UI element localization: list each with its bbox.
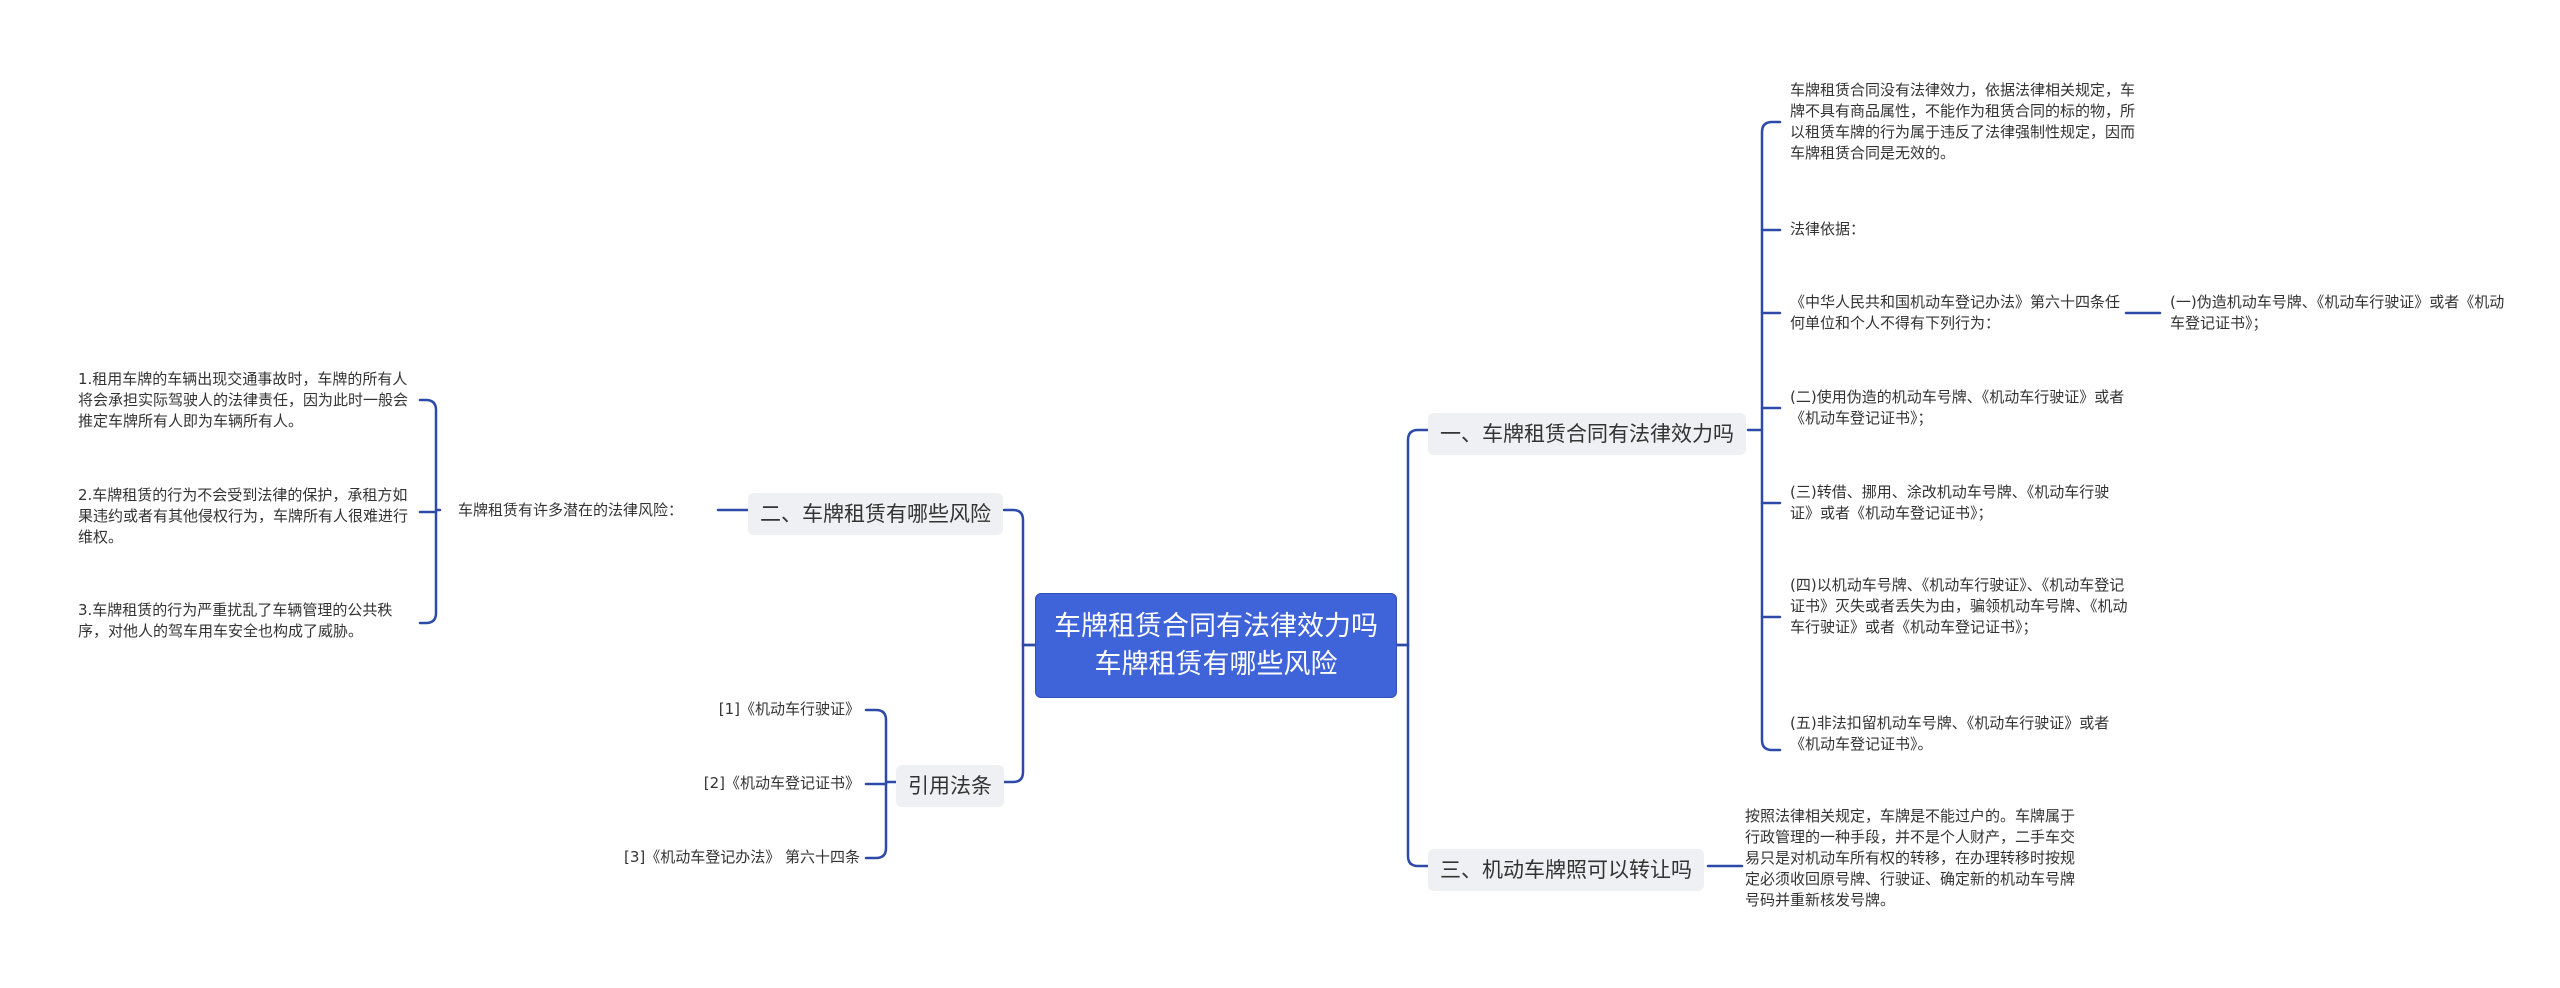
link-sub-bracket bbox=[418, 398, 442, 625]
branch-citations-label: 引用法条 bbox=[908, 774, 992, 798]
transfer-text-content: 按照法律相关规定，车牌是不能过户的。车牌属于行政管理的一种手段，并不是个人财产，… bbox=[1745, 807, 2076, 909]
root-title: 车牌租赁合同有法律效力吗车牌租赁有哪些风险 bbox=[1054, 610, 1378, 680]
branch-citations[interactable]: 引用法条 bbox=[896, 765, 1004, 807]
risks-sub-label-text: 车牌租赁有许多潜在的法律风险： bbox=[458, 501, 684, 519]
validity-article-item1-text: (一)伪造机动车号牌、《机动车行驶证》或者《机动车登记证书》； bbox=[2170, 293, 2505, 332]
validity-item2-text: (二)使用伪造的机动车号牌、《机动车行驶证》或者《机动车登记证书》； bbox=[1790, 388, 2125, 427]
validity-item4-text: (四)以机动车号牌、《机动车行驶证》、《机动车登记证书》灭失或者丢失为由，骗领机… bbox=[1790, 576, 2128, 636]
risks-item-3-text: 3.车牌租赁的行为严重扰乱了车辆管理的公共秩序，对他人的驾车用车安全也构成了威胁… bbox=[78, 601, 393, 640]
validity-conclusion[interactable]: 车牌租赁合同没有法律效力，依据法律相关规定，车牌不具有商品属性，不能作为租赁合同… bbox=[1790, 80, 2135, 164]
validity-item3-text: (三)转借、挪用、涂改机动车号牌、《机动车行驶证》或者《机动车登记证书》； bbox=[1790, 483, 2110, 522]
risks-item-2[interactable]: 2.车牌租赁的行为不会受到法律的保护，承租方如果违约或者有其他侵权行为，车牌所有… bbox=[78, 485, 418, 548]
link-root-transfer bbox=[1395, 643, 1430, 868]
branch-risks-label: 二、车牌租赁有哪些风险 bbox=[760, 502, 991, 526]
branch-transfer-label: 三、机动车牌照可以转让吗 bbox=[1440, 858, 1692, 882]
branch-validity-label: 一、车牌租赁合同有法律效力吗 bbox=[1440, 422, 1734, 446]
validity-item5-text: (五)非法扣留机动车号牌、《机动车行驶证》或者《机动车登记证书》。 bbox=[1790, 714, 2110, 753]
citation-item-3[interactable]: [3]《机动车登记办法》 第六十四条 bbox=[520, 847, 860, 868]
validity-item5[interactable]: (五)非法扣留机动车号牌、《机动车行驶证》或者《机动车登记证书》。 bbox=[1790, 713, 2130, 755]
validity-conclusion-text: 车牌租赁合同没有法律效力，依据法律相关规定，车牌不具有商品属性，不能作为租赁合同… bbox=[1790, 81, 2136, 162]
link-root-risks bbox=[1002, 508, 1037, 647]
validity-article[interactable]: 《中华人民共和国机动车登记办法》第六十四条任何单位和个人不得有下列行为： bbox=[1790, 292, 2125, 334]
validity-article-item1[interactable]: (一)伪造机动车号牌、《机动车行驶证》或者《机动车登记证书》； bbox=[2170, 292, 2515, 334]
validity-item4[interactable]: (四)以机动车号牌、《机动车行驶证》、《机动车登记证书》灭失或者丢失为由，骗领机… bbox=[1790, 575, 2130, 638]
risks-item-1[interactable]: 1.租用车牌的车辆出现交通事故时，车牌的所有人将会承担实际驾驶人的法律责任，因为… bbox=[78, 369, 418, 432]
branch-transfer[interactable]: 三、机动车牌照可以转让吗 bbox=[1428, 849, 1704, 891]
risks-item-2-text: 2.车牌租赁的行为不会受到法律的保护，承租方如果违约或者有其他侵权行为，车牌所有… bbox=[78, 486, 409, 546]
risks-item-1-text: 1.租用车牌的车辆出现交通事故时，车牌的所有人将会承担实际驾驶人的法律责任，因为… bbox=[78, 370, 409, 430]
citation-item-1-text: [1]《机动车行驶证》 bbox=[718, 700, 860, 718]
link-root-citations bbox=[1002, 643, 1037, 784]
risks-item-3[interactable]: 3.车牌租赁的行为严重扰乱了车辆管理的公共秩序，对他人的驾车用车安全也构成了威胁… bbox=[78, 600, 418, 642]
validity-basis-label-text: 法律依据： bbox=[1790, 220, 1866, 238]
transfer-text[interactable]: 按照法律相关规定，车牌是不能过户的。车牌属于行政管理的一种手段，并不是个人财产，… bbox=[1745, 806, 2080, 911]
validity-basis-label[interactable]: 法律依据： bbox=[1790, 219, 1865, 240]
root-topic[interactable]: 车牌租赁合同有法律效力吗车牌租赁有哪些风险 bbox=[1035, 593, 1397, 698]
citation-item-3-text: [3]《机动车登记办法》 第六十四条 bbox=[623, 848, 860, 866]
branch-validity[interactable]: 一、车牌租赁合同有法律效力吗 bbox=[1428, 413, 1746, 455]
citation-item-1[interactable]: [1]《机动车行驶证》 bbox=[560, 699, 860, 720]
validity-item3[interactable]: (三)转借、挪用、涂改机动车号牌、《机动车行驶证》或者《机动车登记证书》； bbox=[1790, 482, 2130, 524]
risks-sub-label[interactable]: 车牌租赁有许多潜在的法律风险： bbox=[458, 500, 683, 521]
citation-item-2[interactable]: [2]《机动车登记证书》 bbox=[560, 773, 860, 794]
branch-risks[interactable]: 二、车牌租赁有哪些风险 bbox=[748, 493, 1003, 535]
link-root-validity bbox=[1395, 428, 1430, 647]
validity-item2[interactable]: (二)使用伪造的机动车号牌、《机动车行驶证》或者《机动车登记证书》； bbox=[1790, 387, 2130, 429]
citation-item-2-text: [2]《机动车登记证书》 bbox=[703, 774, 860, 792]
link-validity-bracket bbox=[1746, 120, 1782, 752]
validity-article-text: 《中华人民共和国机动车登记办法》第六十四条任何单位和个人不得有下列行为： bbox=[1790, 293, 2121, 332]
